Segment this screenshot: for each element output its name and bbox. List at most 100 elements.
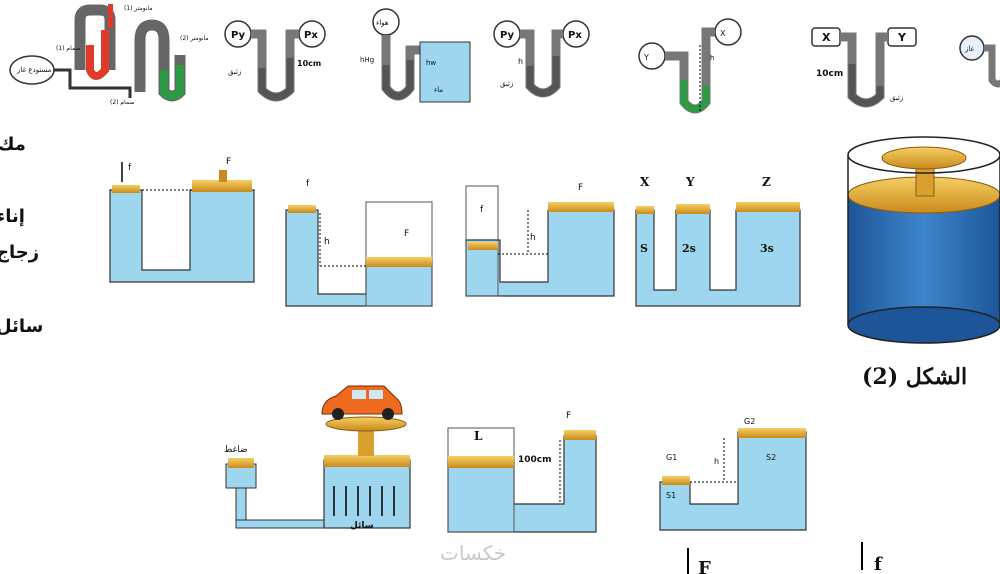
liquid-label: سائل [350,521,374,531]
y-label: Y [897,31,907,44]
large-piston [366,257,432,267]
f-label: f [874,554,883,574]
pump-label: ضاغط [224,445,248,455]
x-label: X [822,31,831,44]
car-wheel-1 [332,408,344,420]
hw-label: hw [426,59,436,67]
connector-tube [54,68,132,98]
s1-label: S [640,242,648,255]
s1-label: S1 [666,491,676,500]
valve-1-label: صمام (1) [56,45,81,52]
u-vessel [447,435,597,533]
left-text-2: إناء [0,206,25,227]
cylinder-bottom [847,306,1000,344]
lift-platform [325,416,407,432]
height-label: h [518,57,523,66]
h-label: h [530,233,536,243]
py-label: Py [500,30,515,41]
diagram-cropped-gas: غاز [959,35,1000,88]
pump-piston [228,458,254,468]
piston-rod [219,170,227,182]
manometer-1-red-liquid [86,30,109,80]
gas-y-bulb [638,42,666,70]
s2-label: 2s [682,242,696,255]
cylinder-liquid-body [848,195,1000,325]
press-2-height-difference: h f F [285,179,433,307]
left-edge-text: مك إناء زجاج سائل [0,134,43,337]
manometer-2-label: مانومتر (2) [180,35,209,42]
g2-label: G2 [744,417,755,426]
green-liquid [680,80,710,113]
pressure-arrows [333,486,395,516]
press-g1-g2: G1 G2 S1 S2 h [659,417,807,531]
height-label: 10cm [816,69,843,79]
s2-label: S2 [766,453,776,462]
car-wheel-2 [382,408,394,420]
air-label: هواء [376,19,389,27]
large-piston-L [448,456,514,468]
Y-label: Y [685,175,695,189]
large-piston [192,180,252,192]
press-4-three-pistons-xyz: X Y Z S 2s 3s [635,175,801,307]
px-label: Px [568,30,582,41]
lift-chamber [323,459,411,529]
hydraulic-car-lift: ضاغط سائل [224,385,411,531]
hhg-label: hHg [360,56,374,64]
mercury-label: زئبق [890,94,903,102]
small-piston [564,430,596,440]
press-l-100cm: L 100cm F [447,411,597,533]
s3-label: 3s [760,242,774,255]
figure-2-hydraulic-cylinder: الشكل (2) [847,136,1000,390]
small-piston [468,242,498,250]
glass-tube [465,185,499,297]
gas-tank-label: مستودع غاز [16,66,52,74]
mercury-label: زئبق [500,80,513,88]
lift-stem [358,424,374,456]
piston-y [676,204,710,214]
L-label: L [474,429,483,443]
car [321,385,403,420]
cropped-bottom-forces: F f [687,542,883,574]
height-label: 10cm [297,59,321,68]
h-label: h [324,237,330,247]
mercury-label: زئبق [228,68,241,76]
F-label: F [226,157,231,167]
diagram-x-y-manometer-10cm: X Y 10cm زئبق [811,27,917,108]
left-text-1: مك [0,134,26,155]
figure-caption: الشكل (2) [862,364,967,390]
watermark: خكسات [440,541,506,565]
h-label: h [714,457,719,466]
F-label: F [698,558,711,574]
vessel [635,209,801,307]
F-label: F [566,411,571,421]
u-tube [381,35,420,101]
lift-piston [324,455,410,467]
piston-x [636,206,654,214]
press-3-height-difference: h f F [465,183,615,297]
u-vessel [465,209,615,297]
piston-g2 [738,428,806,438]
gas-x-label: X [720,29,726,38]
left-text-4: سائل [0,316,43,337]
connecting-pipe [235,519,325,529]
mercury-column [258,58,294,101]
large-piston [548,202,614,212]
px-label: Px [304,30,318,41]
X-label: X [640,175,650,189]
diagram-py-px-manometer-h: Py Px h زئبق [493,20,590,98]
piston-z [736,202,800,212]
mercury-column [382,60,414,100]
water-label: ماء [434,86,443,94]
f-label: f [306,179,310,189]
diagram-gas-x-gas-y: Y X h [638,18,742,114]
f-label: f [128,163,132,173]
cylinder-walls [847,155,1000,325]
cylinder-rim [847,136,1000,174]
water-tank [419,41,471,103]
diagram-py-px-manometer-10cm: Py Px 10cm زئبق [224,20,326,102]
piston-top-plate [881,146,967,170]
Z-label: Z [762,175,771,189]
car-window-2 [369,390,383,399]
left-text-3: زجاج [0,242,39,263]
gas-label: غاز [964,45,975,53]
